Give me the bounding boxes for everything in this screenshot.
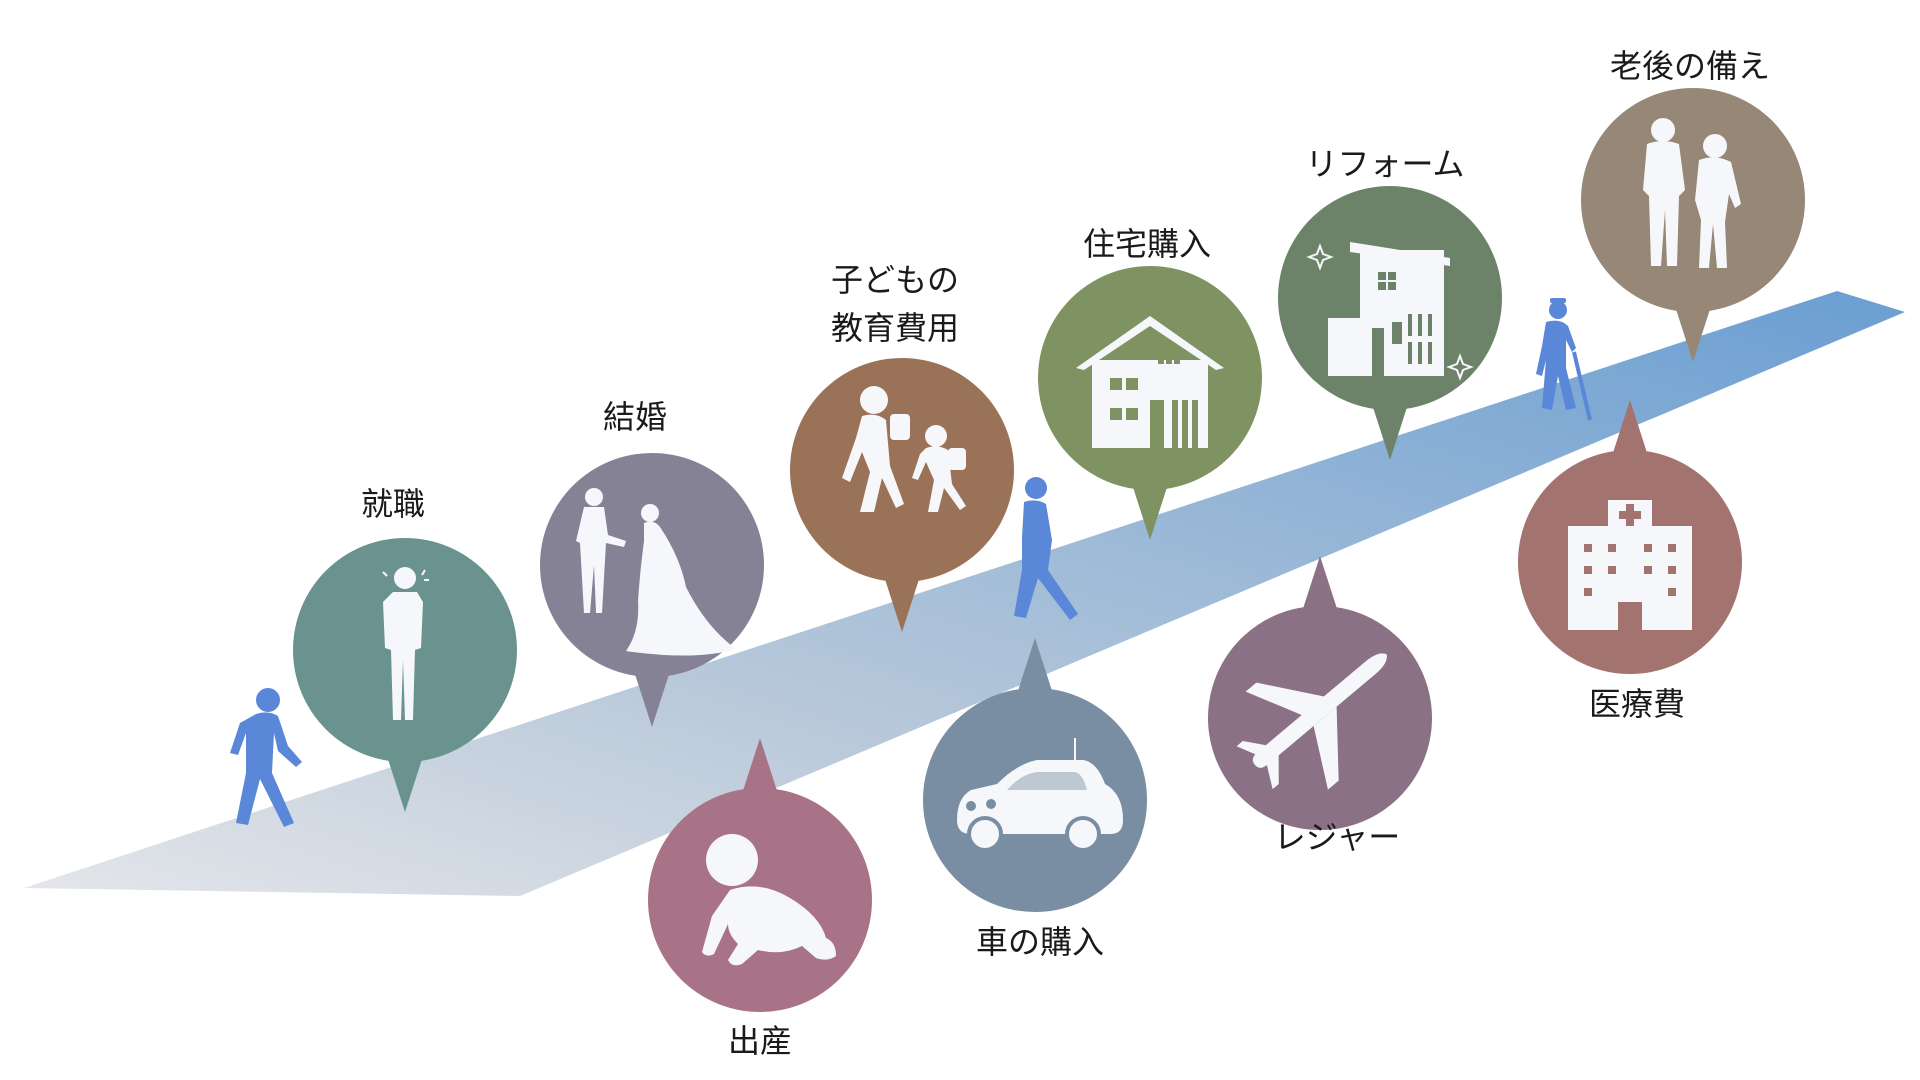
label-retirement: 老後の備え: [1610, 42, 1770, 90]
marker-pointer: [632, 665, 672, 727]
label-reform: リフォーム: [1305, 140, 1464, 188]
businessman-icon: [382, 567, 429, 720]
label-line: 老後の備え: [1609, 47, 1771, 85]
marker-employment: [293, 538, 517, 812]
label-line: リフォーム: [1305, 145, 1465, 183]
car-icon: [957, 738, 1123, 852]
renovated-house-icon: [1306, 242, 1474, 381]
label-marriage: 結婚: [603, 393, 667, 441]
label-line: 医療費: [1588, 685, 1686, 723]
label-employment: 就職: [361, 480, 425, 528]
marker-pointer: [1300, 556, 1340, 618]
marker-marriage: [540, 453, 764, 727]
label-line: 結婚: [602, 398, 668, 436]
marker-pointer: [740, 738, 780, 800]
marker-education: [790, 358, 1014, 632]
hospital-icon: [1568, 500, 1692, 630]
marker-pointer: [1370, 398, 1410, 460]
marker-pointer: [1015, 638, 1055, 700]
house-icon: [1076, 316, 1224, 448]
label-education: 子どもの教育費用: [831, 256, 959, 352]
airplane-icon: [1236, 653, 1387, 790]
label-leisure: レジャー: [1274, 813, 1400, 861]
walker-middle-icon: [1014, 477, 1078, 620]
label-line: 教育費用: [830, 309, 960, 347]
marker-reform: [1278, 186, 1502, 460]
label-line: 出産: [727, 1022, 793, 1060]
label-line: 車の購入: [975, 923, 1105, 961]
marker-pointer: [1130, 478, 1170, 540]
marker-circle: [790, 358, 1014, 582]
wedding-couple-icon: [576, 488, 736, 656]
marker-childbirth: [648, 738, 872, 1012]
marker-medical: [1518, 400, 1742, 674]
walker-elderly-icon: [1536, 298, 1592, 421]
marker-car: [923, 638, 1147, 912]
life-road: [24, 291, 1905, 896]
label-medical: 医療費: [1589, 680, 1685, 728]
walker-young-icon: [230, 688, 302, 827]
crawling-baby-icon: [702, 834, 836, 966]
marker-retirement: [1581, 88, 1805, 362]
label-line: レジャー: [1273, 818, 1401, 856]
label-childbirth: 出産: [728, 1017, 792, 1065]
label-line: 就職: [360, 485, 426, 523]
label-house: 住宅購入: [1083, 220, 1211, 268]
label-line: 子どもの: [830, 261, 960, 299]
label-line: 住宅購入: [1082, 225, 1212, 263]
marker-pointer: [1610, 400, 1650, 462]
elderly-couple-icon: [1643, 118, 1741, 268]
label-car: 車の購入: [976, 918, 1104, 966]
marker-pointer: [1673, 300, 1713, 362]
marker-house: [1038, 266, 1262, 540]
marker-circle: [1581, 88, 1805, 312]
schoolchildren-icon: [842, 386, 966, 512]
marker-pointer: [882, 570, 922, 632]
marker-pointer: [385, 750, 425, 812]
marker-leisure: [1208, 556, 1432, 830]
